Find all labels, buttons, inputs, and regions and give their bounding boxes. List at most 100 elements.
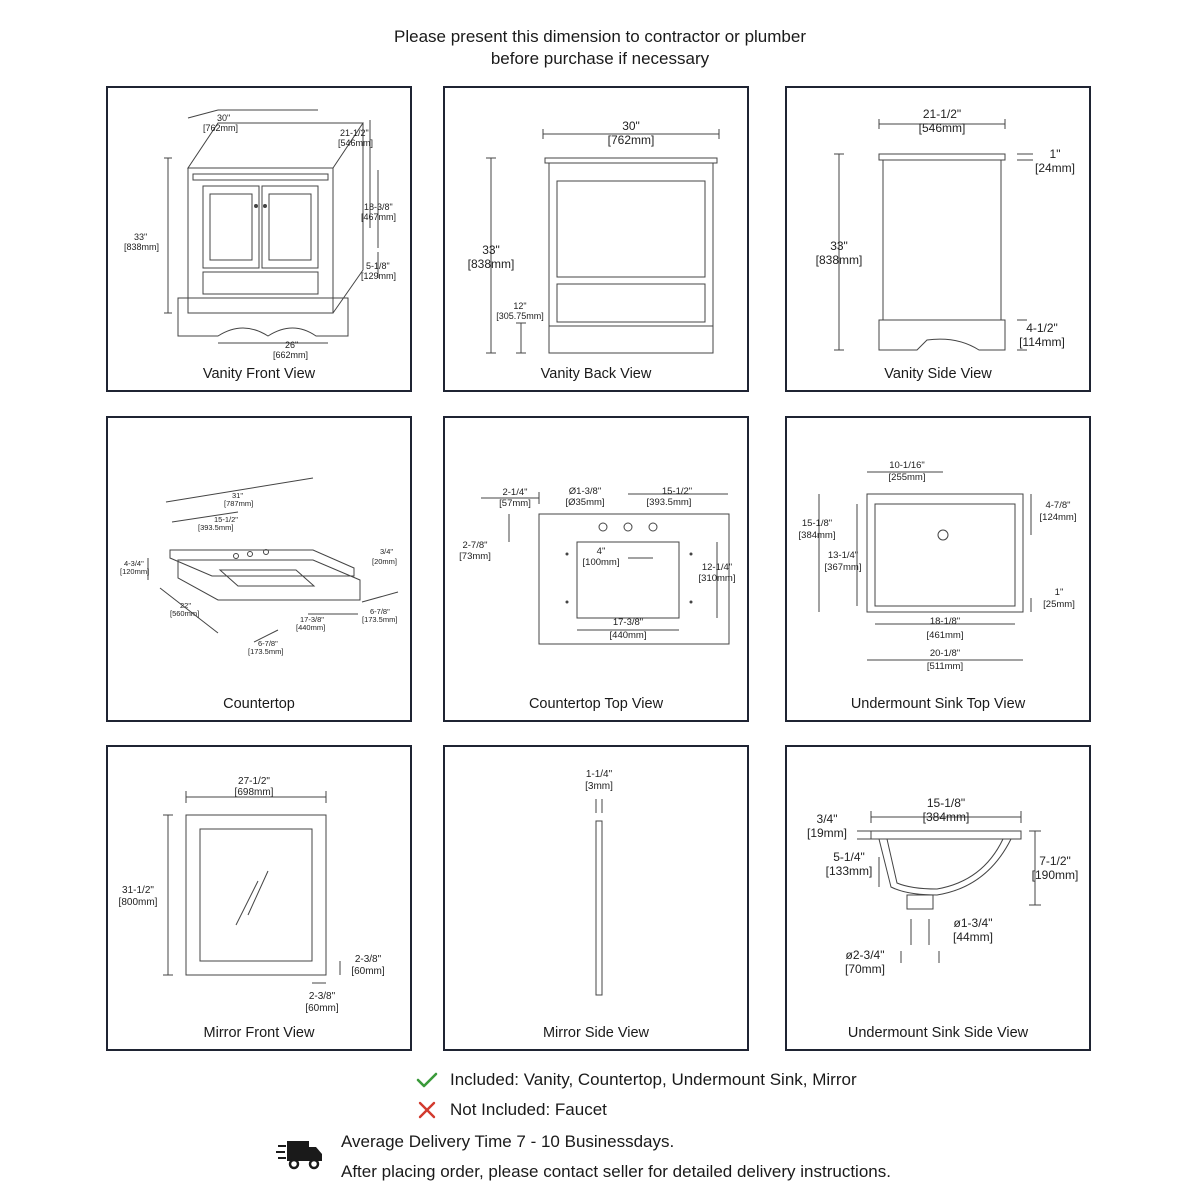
delivery-truck-icon	[276, 1141, 322, 1170]
side-height-mm: [838mm]	[816, 253, 863, 267]
ss-width-label: 15-1/8"	[927, 796, 965, 810]
mf-frame-v-mm: [60mm]	[351, 966, 385, 977]
delivery-instructions-text: After placing order, please contact sell…	[341, 1162, 891, 1181]
ct-sink-label: 17-3/8"	[300, 615, 324, 624]
mf-height-label: 31-1/2"	[122, 885, 154, 896]
ss-drain-out-label: ø2-3/4"	[846, 948, 885, 962]
st-drain-mm: [255mm]	[889, 472, 926, 483]
ctt-b-mm: [73mm]	[459, 551, 491, 562]
not-included-text: Not Included: Faucet	[450, 1100, 607, 1119]
ctt-a-mm: [57mm]	[499, 498, 531, 509]
mirror-front-caption: Mirror Front View	[203, 1025, 315, 1041]
st-inner-d-label: 13-1/4"	[828, 550, 858, 561]
ss-drain-out-mm: [70mm]	[845, 962, 885, 976]
front-depth-label: 21-1/2"	[340, 128, 369, 138]
side-depth-label: 21-1/2"	[923, 107, 961, 121]
vanity-side-caption: Vanity Side View	[884, 366, 992, 382]
front-inner-mm: [662mm]	[273, 350, 308, 360]
ctt-sink-w-label: 17-3/8"	[613, 617, 643, 628]
st-back-label: 4-7/8"	[1045, 500, 1070, 511]
mf-height-mm: [800mm]	[119, 897, 158, 908]
vanity-front-drawing: 30" [762mm] 21-1/2" [546mm] 33" [838mm] …	[124, 109, 396, 360]
ct-thick-mm: [20mm]	[372, 557, 397, 566]
ss-drain-in-mm: [44mm]	[953, 930, 993, 944]
header-line-2: before purchase if necessary	[490, 49, 710, 68]
vanity-side-view-panel: 21-1/2" [546mm] 33" [838mm] 1" [24mm] 4-…	[785, 86, 1091, 392]
countertop-top-drawing: 2-1/4" [57mm] Ø1-3/8" [Ø35mm] 15-1/2" [3…	[459, 486, 736, 645]
sink-top-caption: Undermount Sink Top View	[850, 696, 1026, 712]
back-width-mm: [762mm]	[608, 133, 655, 147]
ss-drain-in-label: ø1-3/4"	[954, 916, 993, 930]
countertop-panel: 31" [787mm] 15-1/2" [393.5mm] 4-3/4" [12…	[106, 416, 412, 722]
front-drawer-mm: [129mm]	[361, 271, 396, 281]
back-width-label: 30"	[622, 119, 640, 133]
mf-width-label: 27-1/2"	[238, 776, 270, 787]
mirror-side-caption: Mirror Side View	[542, 1025, 650, 1041]
mf-frame-h-mm: [60mm]	[305, 1003, 339, 1014]
countertop-drawing: 31" [787mm] 15-1/2" [393.5mm] 4-3/4" [12…	[120, 477, 399, 656]
front-door-mm: [467mm]	[361, 212, 396, 222]
side-top-mm: [24mm]	[1035, 161, 1075, 175]
countertop-top-caption: Countertop Top View	[528, 696, 664, 712]
ct-side-l-label: 6-7/8"	[258, 639, 278, 648]
ss-height-mm: [190mm]	[1032, 868, 1079, 882]
included-text: Included: Vanity, Countertop, Undermount…	[450, 1070, 857, 1089]
ss-rim-mm: [19mm]	[807, 826, 847, 840]
side-base-mm: [114mm]	[1019, 335, 1065, 349]
mf-width-mm: [698mm]	[235, 787, 274, 798]
ctt-spread-label: 4"	[597, 546, 606, 557]
st-outer-w-label: 20-1/8"	[930, 648, 960, 659]
header-line-1: Please present this dimension to contrac…	[394, 27, 806, 46]
ctt-hole-label: Ø1-3/8"	[569, 486, 601, 497]
mf-frame-h-label: 2-3/8"	[309, 991, 336, 1002]
mirror-front-drawing: 27-1/2" [698mm] 31-1/2" [800mm] 2-3/8" […	[119, 776, 385, 1014]
st-inner-w-mm: [461mm]	[927, 630, 964, 641]
ss-height-label: 7-1/2"	[1039, 854, 1071, 868]
ct-width-mm: [787mm]	[224, 499, 253, 508]
ss-bowl-label: 5-1/4"	[833, 850, 865, 864]
ss-bowl-mm: [133mm]	[826, 864, 873, 878]
back-height-mm: [838mm]	[468, 257, 515, 271]
header-note: Please present this dimension to contrac…	[0, 26, 1200, 70]
ct-splash-mm: [120mm]	[120, 567, 149, 576]
ctt-spread-mm: [100mm]	[583, 557, 620, 568]
vanity-front-view-panel: 30" [762mm] 21-1/2" [546mm] 33" [838mm] …	[106, 86, 412, 392]
ctt-c-label: 15-1/2"	[662, 486, 692, 497]
ct-side-l-mm: [173.5mm]	[248, 647, 283, 656]
vanity-side-drawing: 21-1/2" [546mm] 33" [838mm] 1" [24mm] 4-…	[816, 107, 1075, 351]
st-inner-d-mm: [367mm]	[825, 562, 862, 573]
ctt-sink-d-label: 12-1/4"	[702, 562, 732, 573]
st-outer-d-label: 15-1/8"	[802, 518, 832, 529]
st-back-mm: [124mm]	[1040, 512, 1077, 523]
ct-splash-label: 4-3/4"	[124, 559, 144, 568]
sink-top-drawing: 10-1/16" [255mm] 15-1/8" [384mm] 13-1/4"…	[799, 460, 1077, 672]
st-drain-label: 10-1/16"	[889, 460, 925, 471]
side-top-label: 1"	[1050, 147, 1061, 161]
mirror-side-view-panel: 1-1/4" [3mm] Mirror Side View	[443, 745, 749, 1051]
front-depth-mm: [546mm]	[338, 138, 373, 148]
ss-rim-label: 3/4"	[817, 812, 838, 826]
check-icon	[416, 1072, 438, 1088]
st-rim-label: 1"	[1055, 587, 1064, 598]
mf-frame-v-label: 2-3/8"	[355, 954, 382, 965]
delivery-time-text: Average Delivery Time 7 - 10 Businessday…	[341, 1132, 675, 1151]
sink-side-caption: Undermount Sink Side View	[847, 1025, 1029, 1041]
back-shelf-label: 12"	[513, 301, 526, 311]
side-height-label: 33"	[830, 239, 848, 253]
st-inner-w-label: 18-1/8"	[930, 616, 960, 627]
front-drawer-label: 5-1/8"	[366, 261, 390, 271]
mirror-side-drawing: 1-1/4" [3mm]	[585, 769, 613, 996]
ct-depth-mm: [560mm]	[170, 609, 199, 618]
side-depth-mm: [546mm]	[919, 121, 966, 135]
ms-thick-label: 1-1/4"	[586, 769, 613, 780]
ct-thick-label: 3/4"	[380, 547, 393, 556]
ctt-sink-w-mm: [440mm]	[610, 630, 647, 641]
vanity-back-drawing: 30" [762mm] 33" [838mm] 12" [305.75mm]	[468, 119, 720, 354]
back-height-label: 33"	[482, 243, 500, 257]
countertop-top-view-panel: 2-1/4" [57mm] Ø1-3/8" [Ø35mm] 15-1/2" [3…	[443, 416, 749, 722]
back-shelf-mm: [305.75mm]	[496, 311, 544, 321]
cross-icon	[418, 1101, 436, 1119]
ctt-sink-d-mm: [310mm]	[699, 573, 736, 584]
st-outer-w-mm: [511mm]	[927, 661, 963, 672]
st-rim-mm: [25mm]	[1043, 599, 1075, 610]
